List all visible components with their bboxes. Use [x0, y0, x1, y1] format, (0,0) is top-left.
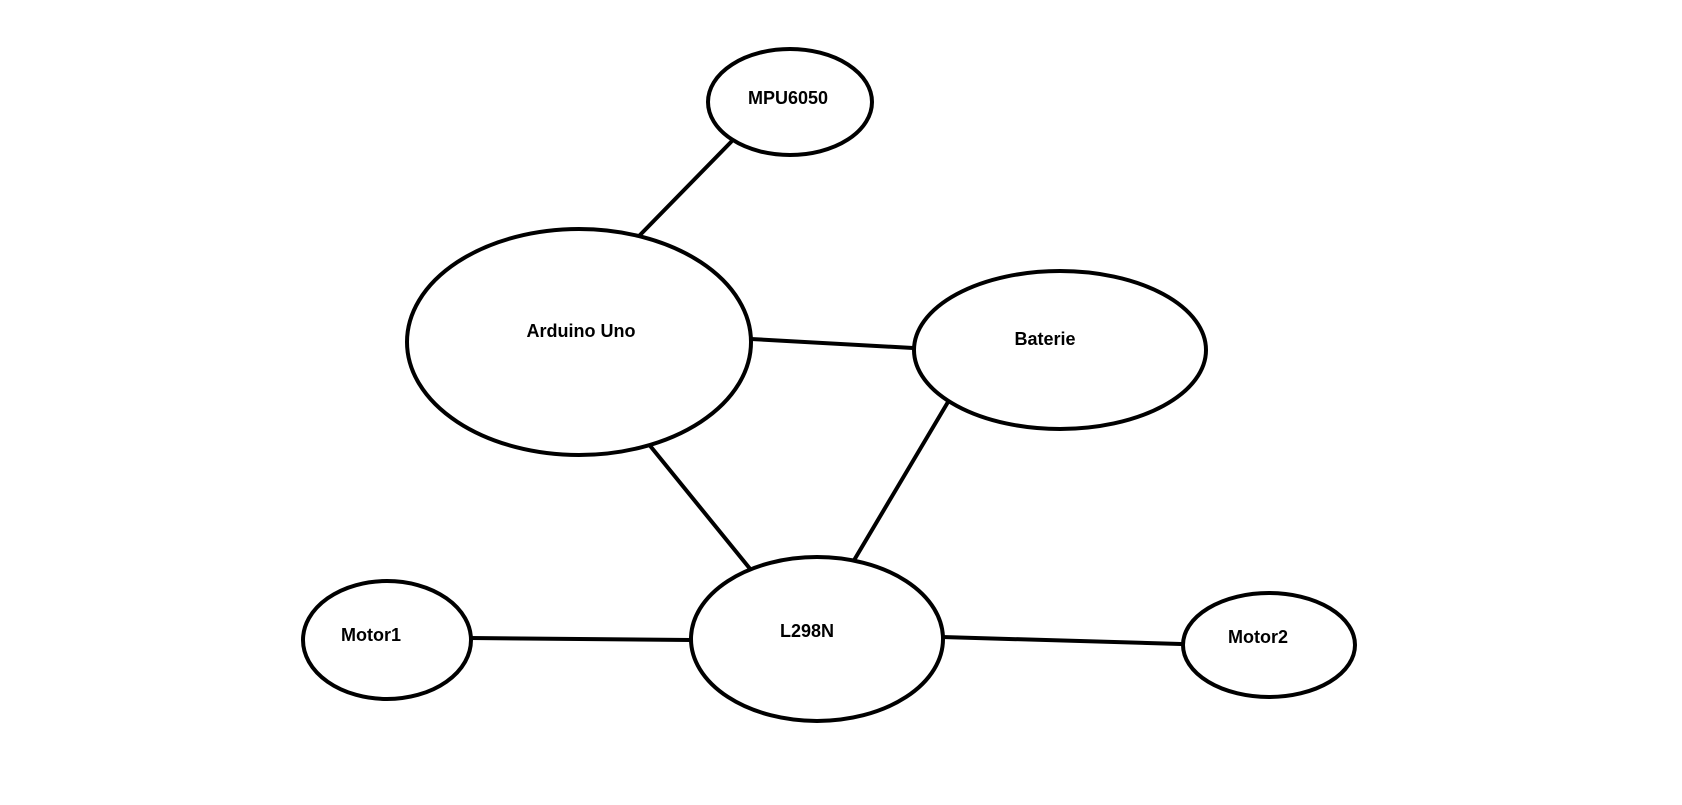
node-mpu6050-shape: [706, 47, 874, 157]
node-mpu6050: MPU6050: [706, 47, 874, 157]
node-mpu6050-label: MPU6050: [748, 88, 828, 108]
edge-l298n-motor2: [940, 635, 1183, 646]
edge-mpu6050-arduino: [638, 140, 733, 237]
edge-motor1-l298n: [468, 636, 693, 642]
node-arduino: Arduino Uno: [405, 227, 753, 457]
node-arduino-shape: [405, 227, 753, 457]
edge-arduino-l298n: [645, 440, 753, 572]
node-motor1-shape: [301, 579, 473, 701]
node-motor1-label: Motor1: [341, 625, 401, 645]
node-l298n: L298N: [689, 555, 945, 723]
edge-arduino-baterie: [749, 337, 915, 350]
node-baterie-shape: [912, 269, 1208, 431]
node-motor2: Motor2: [1181, 591, 1357, 699]
edges: [468, 140, 1183, 646]
node-motor2-label: Motor2: [1228, 627, 1288, 647]
node-arduino-label: Arduino Uno: [527, 321, 636, 341]
node-l298n-shape: [689, 555, 945, 723]
node-l298n-label: L298N: [780, 621, 834, 641]
node-baterie: Baterie: [912, 269, 1208, 431]
edge-baterie-l298n: [851, 400, 950, 564]
node-baterie-label: Baterie: [1014, 329, 1075, 349]
node-motor1: Motor1: [301, 579, 473, 701]
node-motor2-shape: [1181, 591, 1357, 699]
